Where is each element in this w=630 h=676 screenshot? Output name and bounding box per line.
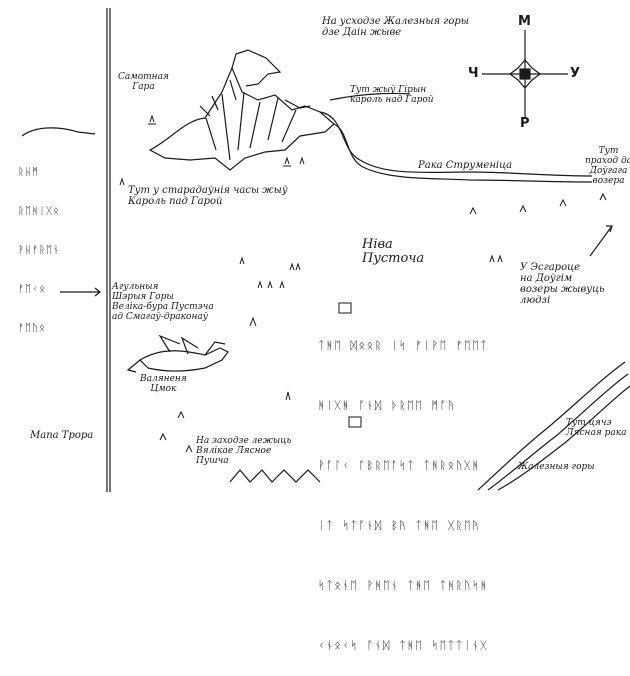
rune-panel-line: ᚲᚾᛟᚲᛋ ᚪᚾᛞ ᛏᚻᛖ ᛋᛖᛏᛏᛁᚾᚷ <box>318 639 489 652</box>
esgaroth-label: У Эсгароце на Доўгім возеры жывуць людзі <box>520 262 605 306</box>
grey-mountains-label: Агульныя Шэрыя Горы Веліка-бура Пустэча … <box>112 282 214 322</box>
hills-row <box>229 469 321 483</box>
side-runes: ᚱᚺᛗ ᚱᛖᚻᛁᚷᛟ ᚹᚺᚠᚱᛖᚾ ᚠᛖᚲᛟ ᚠᛖᚢᛟ <box>18 140 60 348</box>
rune-panel: ᛏᚻᛖ ᛞᛟᛟᚱ ᛁᛋ ᚠᛁᚹᛖ ᚠᛖᛖᛏ ᚻᛁᚷᚻ ᚪᚾᛞ ᚦᚱᛖᛖ ᛗᚪᚤ … <box>318 296 488 676</box>
compass-south-label: Р <box>520 116 530 131</box>
left-arrow-mark <box>60 287 101 297</box>
compass-east-label: У <box>570 66 581 81</box>
lonely-mountain-label: Самотная Гара <box>118 72 169 92</box>
road-arrow <box>329 92 411 101</box>
side-rune-line: ᚠᛖᚲᛟ <box>18 284 46 295</box>
lonely-mountain-drawing <box>148 49 335 171</box>
top-note-label: На усходзе Жалезныя горы дзе Даін жыве <box>322 16 469 38</box>
compass-west-label: Ч <box>468 66 479 81</box>
dragon-label: Валяненя Цмок <box>140 374 187 394</box>
rune-panel-line: ᛁᛏ ᛋᛏᚪᚾᛞ ᛒᚤ ᛏᚻᛖ ᚷᚱᛖᚤ <box>318 519 481 532</box>
dale-label: Тут жыў Гірын кароль над Гарой <box>350 85 434 105</box>
map-canvas <box>21 8 630 492</box>
rune-panel-frame <box>338 302 362 428</box>
rune-panel-line: ᛏᚻᛖ ᛞᛟᛟᚱ ᛁᛋ ᚠᛁᚹᛖ ᚠᛖᛖᛏ <box>318 339 489 352</box>
compass-rose <box>482 30 568 118</box>
mirkwood-label: На заходзе лежыць Вялікае Лясное Пушча <box>196 436 292 466</box>
map-title-label: Мапа Трора <box>30 430 94 441</box>
pointing-hand <box>21 127 96 137</box>
rune-panel-line: ᛋᛏᛟᚾᛖ ᚹᚻᛖᚾ ᛏᚻᛖ ᛏᚻᚱᚢᛋᚻ <box>318 579 489 592</box>
compass-north-label: М <box>518 14 531 29</box>
long-lake-pass-label: Тут праход да Доўгага возера <box>585 146 630 186</box>
river-line <box>284 99 593 183</box>
side-rune-line: ᚠᛖᚢᛟ <box>18 323 46 334</box>
side-rune-line: ᚱᚺᛗ <box>18 167 39 178</box>
iron-hills-label: Жалезныя горы <box>518 462 595 472</box>
side-rune-line: ᚹᚺᚠᚱᛖᚾ <box>18 245 60 256</box>
rune-panel-line: ᚹᚪᛚᚲ ᚪᛒᚱᛖᚪᛋᛏ ᛏᚻᚱᛟᚢᚷᚻ <box>318 459 481 472</box>
desolation-label: Ніва Пусточа <box>362 237 425 266</box>
forest-river <box>477 361 630 491</box>
scrub-marks <box>119 114 607 453</box>
side-rune-line: ᚱᛖᚻᛁᚷᛟ <box>18 206 60 217</box>
river-label: Рака Струменіца <box>418 160 513 171</box>
forest-river-label: Тут цячэ Лясная рака <box>566 418 627 438</box>
right-arrow-mark <box>589 225 613 257</box>
dragon-drawing <box>126 334 229 373</box>
rune-panel-line: ᚻᛁᚷᚻ ᚪᚾᛞ ᚦᚱᛖᛖ ᛗᚪᚤ <box>318 399 456 412</box>
west-road-label: Тут у старадаўнія часы жыў Кароль пад Га… <box>128 185 288 207</box>
